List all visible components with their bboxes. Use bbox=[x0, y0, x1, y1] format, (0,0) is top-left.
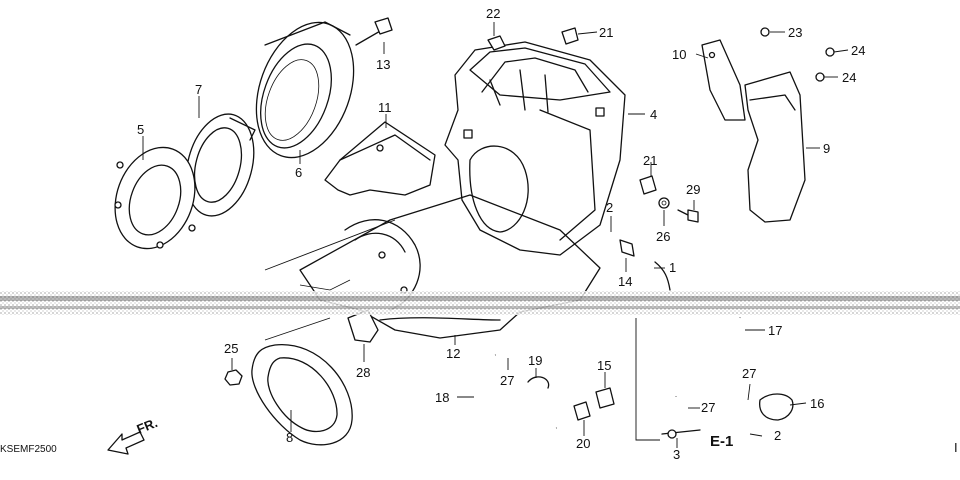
clip-19 bbox=[527, 376, 550, 389]
callout-10: 10 bbox=[672, 47, 686, 62]
front-direction-label: FR. bbox=[135, 415, 160, 437]
callout-3: 3 bbox=[673, 447, 680, 462]
connecting-tube-housing bbox=[444, 41, 626, 256]
section-label: E-1 bbox=[710, 433, 733, 450]
bracket-11 bbox=[324, 121, 436, 196]
element-holder bbox=[185, 113, 256, 217]
callout-15: 15 bbox=[597, 358, 611, 373]
callouts: 1 2 2 3 4 5 6 7 8 9 10 11 12 13 14 15 16… bbox=[137, 6, 865, 462]
diagram-code: KSEMF2500 bbox=[0, 444, 57, 455]
screw-24-lower bbox=[815, 72, 825, 82]
callout-18: 18 bbox=[435, 390, 449, 405]
joint-3 bbox=[661, 429, 701, 439]
bolt-29 bbox=[677, 209, 699, 223]
bolt-13 bbox=[355, 17, 393, 46]
separator-16 bbox=[759, 393, 794, 421]
callout-4: 4 bbox=[650, 107, 657, 122]
callout-29: 29 bbox=[686, 182, 700, 197]
callout-19: 19 bbox=[528, 353, 542, 368]
callout-2: 2 bbox=[774, 428, 781, 443]
cap-15 bbox=[595, 387, 615, 409]
clip-21-right bbox=[639, 175, 657, 195]
air-cleaner-case bbox=[299, 194, 601, 339]
callout-21: 21 bbox=[599, 25, 613, 40]
callout-8: 8 bbox=[286, 430, 293, 445]
callout-6: 6 bbox=[295, 165, 302, 180]
callout-27: 27 bbox=[701, 400, 715, 415]
callout-23: 23 bbox=[788, 25, 802, 40]
tube-18 bbox=[473, 353, 557, 432]
callout-5: 5 bbox=[137, 122, 144, 137]
leader-lines bbox=[142, 22, 849, 448]
air-filter-element bbox=[255, 21, 355, 159]
callout-22: 22 bbox=[486, 6, 500, 21]
callout-27: 27 bbox=[742, 366, 756, 381]
washer-26 bbox=[658, 197, 670, 209]
callout-9: 9 bbox=[823, 141, 830, 156]
callout-25: 25 bbox=[224, 341, 238, 356]
callout-1: 1 bbox=[669, 260, 676, 275]
callout-14: 14 bbox=[618, 274, 632, 289]
callout-27: 27 bbox=[500, 373, 514, 388]
callout-13: 13 bbox=[376, 57, 390, 72]
callout-26: 26 bbox=[656, 229, 670, 244]
side-cover-9 bbox=[744, 71, 806, 223]
callout-7: 7 bbox=[195, 82, 202, 97]
callout-2: 2 bbox=[606, 200, 613, 215]
screw-24-upper bbox=[825, 47, 835, 57]
stay-10 bbox=[701, 39, 746, 121]
callout-12: 12 bbox=[446, 346, 460, 361]
tube-17 bbox=[672, 317, 743, 397]
grommet-22 bbox=[487, 35, 506, 51]
front-direction-arrow: FR. bbox=[107, 415, 160, 455]
clip-21-top bbox=[561, 27, 579, 45]
gasket-8 bbox=[251, 344, 353, 446]
screw-23 bbox=[760, 27, 770, 37]
callout-28: 28 bbox=[356, 365, 370, 380]
callout-24: 24 bbox=[842, 70, 856, 85]
callout-11: 11 bbox=[378, 100, 392, 115]
callout-17: 17 bbox=[768, 323, 782, 338]
callout-21: 21 bbox=[643, 153, 657, 168]
right-edge-mark: I bbox=[954, 440, 958, 455]
element-plate bbox=[114, 146, 196, 250]
nut-25 bbox=[224, 369, 243, 386]
callout-16: 16 bbox=[810, 396, 824, 411]
joint-20 bbox=[573, 401, 591, 421]
callout-24: 24 bbox=[851, 43, 865, 58]
scan-noise-band bbox=[0, 291, 960, 315]
callout-20: 20 bbox=[576, 436, 590, 451]
drain-plug-14 bbox=[619, 239, 671, 291]
